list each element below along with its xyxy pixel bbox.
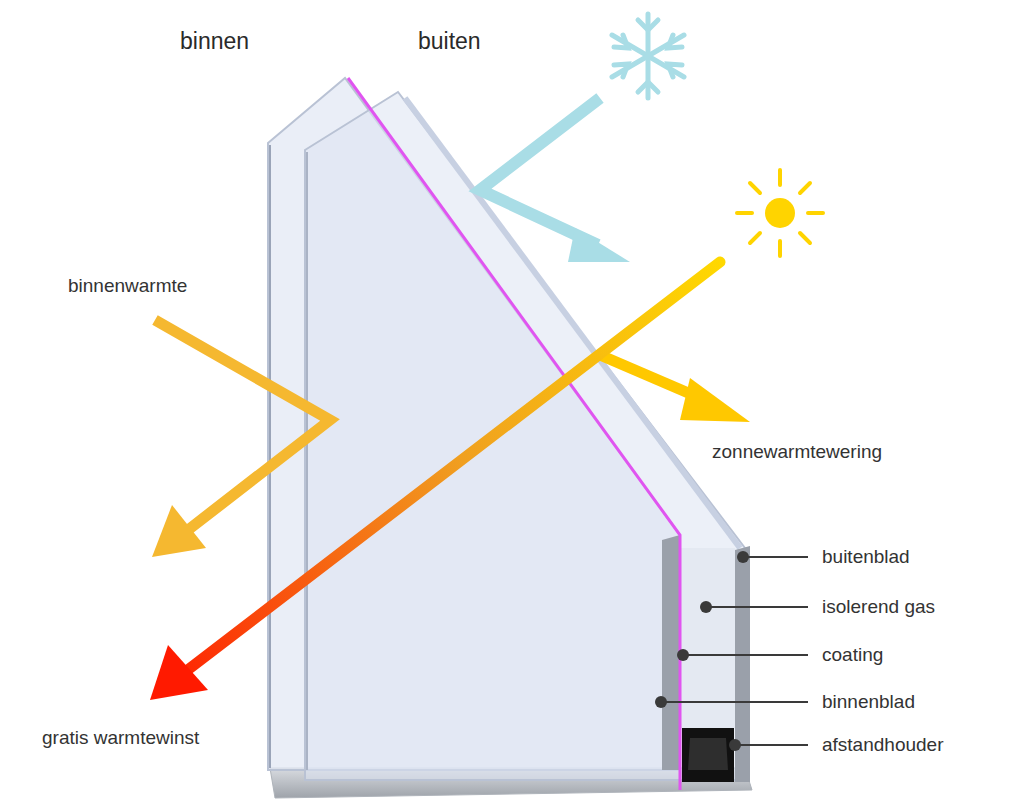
side-label: buiten [418,28,481,56]
inner-pane-edge [662,535,680,770]
part-label: afstandhouder [822,734,944,757]
part-label: coating [822,644,883,667]
arrow-label: zonnewarmtewering [712,441,882,464]
side-label: binnen [180,28,249,56]
coating-line [348,78,680,790]
sun-icon [737,170,823,256]
part-label: binnenblad [822,691,915,714]
leader-lines [661,557,808,745]
reflected-sun-arrow [600,355,700,398]
arrow-label: binnenwarmte [68,275,187,298]
leader-dots [655,551,749,751]
part-label: buitenblad [822,546,910,569]
cold-arrow [480,98,600,245]
indoor-heat-arrow [155,320,330,530]
part-label: isolerend gas [822,596,935,619]
snowflake-icon [612,14,684,98]
arrow-label: gratis warmtewinst [42,727,199,750]
spacer [682,728,734,782]
